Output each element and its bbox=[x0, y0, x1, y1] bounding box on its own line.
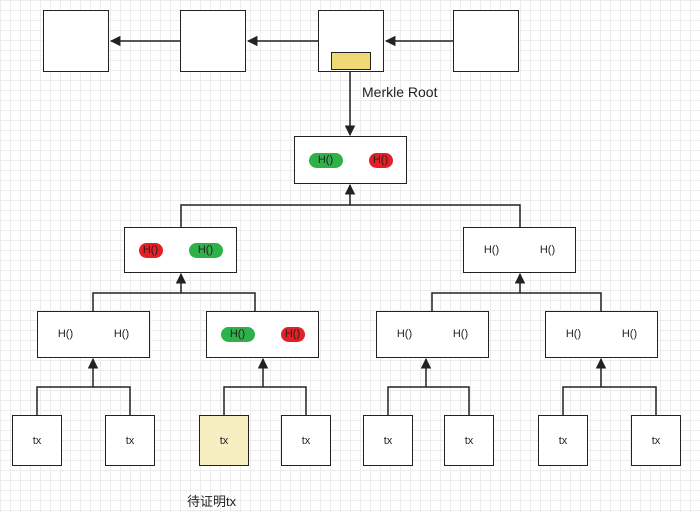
tx-leaf-6: tx bbox=[444, 415, 494, 466]
block-4 bbox=[453, 10, 519, 72]
tx-leaf-5: tx bbox=[363, 415, 413, 466]
tx-leaf-8: tx bbox=[631, 415, 681, 466]
node-l2-4: H() H() bbox=[545, 311, 658, 358]
block-1 bbox=[43, 10, 109, 72]
target-tx-caption: 待证明tx bbox=[187, 494, 237, 509]
connector-tx-group-3 bbox=[387, 386, 470, 415]
root-node: H() H() bbox=[294, 136, 407, 184]
connector-l1-to-root bbox=[180, 204, 521, 227]
hash-label: H() bbox=[396, 328, 413, 340]
connector-tx-group-4 bbox=[562, 386, 657, 415]
hash-label: H() bbox=[621, 328, 638, 340]
proof-hash-green: H() bbox=[220, 327, 255, 342]
hash-label: H() bbox=[113, 328, 130, 340]
block-3 bbox=[318, 10, 384, 72]
tx-label: tx bbox=[219, 434, 229, 447]
tx-leaf-4: tx bbox=[281, 415, 331, 466]
tx-label: tx bbox=[558, 434, 568, 447]
node-l1-right: H() H() bbox=[463, 227, 576, 273]
proof-hash-green: H() bbox=[188, 242, 223, 258]
tx-label: tx bbox=[464, 434, 474, 447]
proof-hash-red: H() bbox=[138, 242, 163, 258]
proof-hash-green: H() bbox=[308, 152, 343, 168]
connector-tx-group-1 bbox=[36, 386, 131, 415]
merkle-root-highlight bbox=[331, 52, 371, 70]
connector-tx-group-2 bbox=[223, 386, 307, 415]
hash-label: H() bbox=[539, 243, 556, 256]
hash-label: H() bbox=[565, 328, 582, 340]
node-l2-3: H() H() bbox=[376, 311, 489, 358]
node-l2-1: H() H() bbox=[37, 311, 150, 358]
tx-label: tx bbox=[651, 434, 661, 447]
connector-l2-right bbox=[431, 292, 602, 311]
block-2 bbox=[180, 10, 246, 72]
hash-label: H() bbox=[57, 328, 74, 340]
tx-leaf-1: tx bbox=[12, 415, 62, 466]
hash-label: H() bbox=[452, 328, 469, 340]
hash-label: H() bbox=[483, 243, 500, 256]
tx-leaf-7: tx bbox=[538, 415, 588, 466]
tx-label: tx bbox=[301, 434, 311, 447]
tx-label: tx bbox=[125, 434, 135, 447]
merkle-root-label: Merkle Root bbox=[362, 84, 438, 100]
tx-leaf-target: tx bbox=[199, 415, 249, 466]
node-l2-2: H() H() bbox=[206, 311, 319, 358]
tx-leaf-2: tx bbox=[105, 415, 155, 466]
tx-label: tx bbox=[383, 434, 393, 447]
connector-l2-left bbox=[92, 292, 256, 311]
tx-label: tx bbox=[32, 434, 42, 447]
proof-hash-red: H() bbox=[368, 152, 393, 168]
proof-hash-red: H() bbox=[280, 327, 305, 342]
node-l1-left: H() H() bbox=[124, 227, 237, 273]
